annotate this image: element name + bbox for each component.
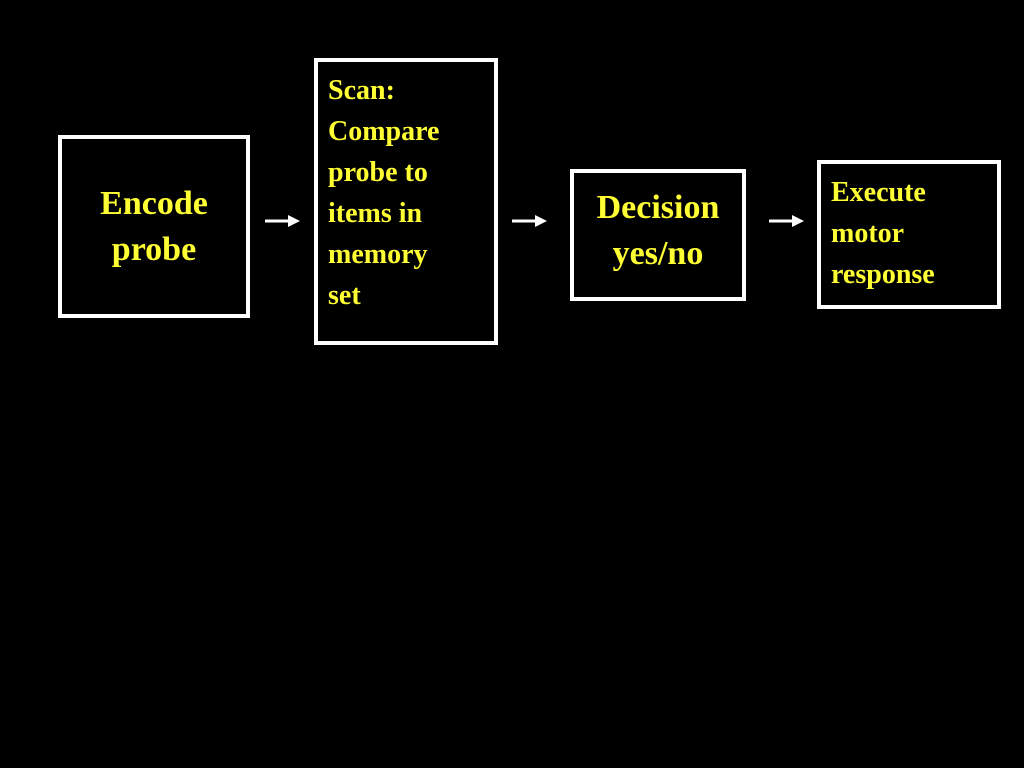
arrow-right-icon [265,215,300,227]
scan-compare-label: Scan: Compare probe to items in memory s… [328,75,440,311]
execute-motor-response-box: Execute motor response [817,160,1001,309]
decision-box: Decision yes/no [570,169,746,301]
decision-label: Decision yes/no [596,189,720,272]
encode-probe-box: Encode probe [58,135,250,318]
execute-motor-response-label: Execute motor response [831,177,935,290]
arrow-right-icon [512,215,547,227]
scan-compare-box: Scan: Compare probe to items in memory s… [314,58,498,345]
encode-probe-label: Encode probe [100,184,208,268]
arrow-right-icon [769,215,804,227]
